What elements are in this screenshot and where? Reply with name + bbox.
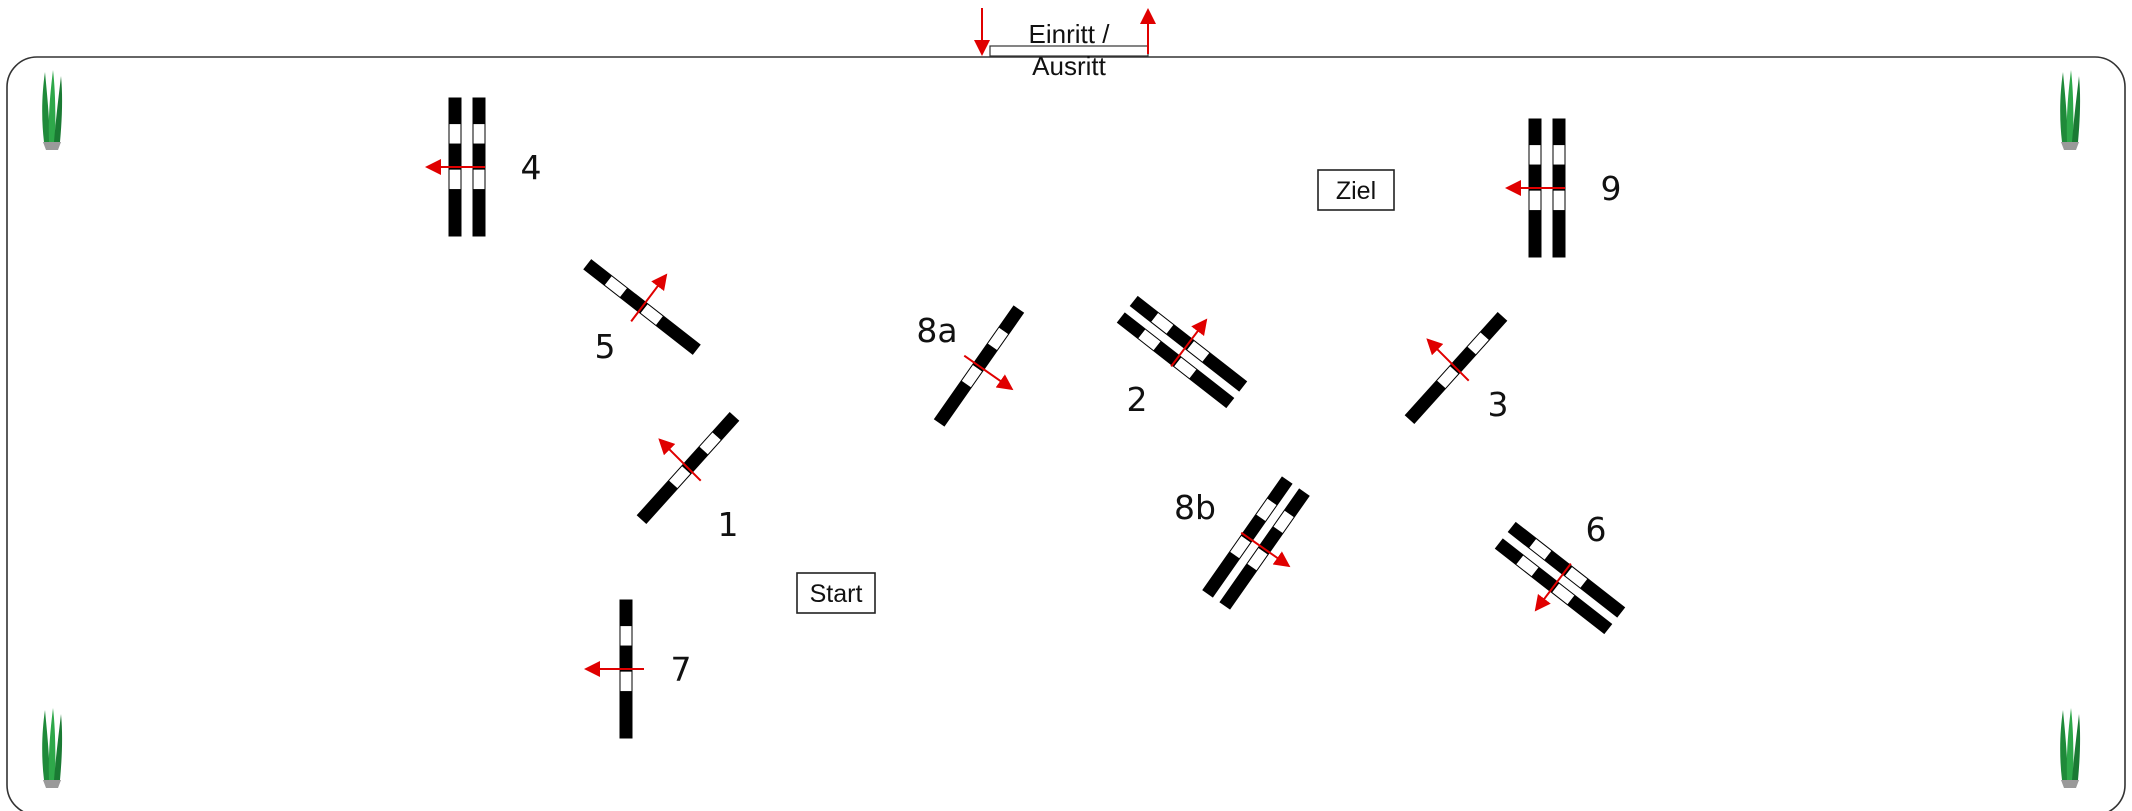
obstacle-number-1: 1 (718, 505, 739, 544)
entrance-gate: Einritt / Ausritt (974, 8, 1156, 81)
entrance-label-line2: Ausritt (1032, 51, 1106, 81)
obstacle-number-6: 6 (1586, 510, 1607, 549)
ground-pole (1507, 521, 1626, 618)
direction-arrow (630, 273, 668, 322)
entrance-label-line1: Einritt / (1029, 19, 1111, 49)
obstacle-number-9: 9 (1601, 169, 1622, 208)
direction-arrow (1426, 338, 1470, 382)
plant-pot-icon (42, 708, 63, 788)
direction-arrow (658, 438, 702, 482)
ground-pole (472, 97, 486, 237)
direction-arrow (1240, 531, 1291, 568)
start-label: Start (810, 580, 863, 608)
plant-pot-icon (2060, 70, 2081, 150)
finish-label: Ziel (1336, 177, 1376, 205)
obstacle-number-5: 5 (595, 327, 616, 366)
obstacle-layer: 1 2 3 4 5 6 7 8a 8b 9 (425, 97, 1626, 739)
obstacle-number-7: 7 (671, 650, 692, 689)
obstacle-number-4: 4 (521, 148, 542, 187)
obstacle-number-8a: 8a (916, 311, 957, 350)
ground-pole (1552, 118, 1566, 258)
start-marker: Start (796, 572, 876, 614)
obstacle-6 (1494, 521, 1626, 635)
obstacle-4 (448, 97, 486, 237)
finish-marker: Ziel (1317, 169, 1395, 211)
obstacle-number-8b: 8b (1174, 488, 1216, 527)
obstacle-7 (619, 599, 633, 739)
ground-pole (1116, 312, 1235, 409)
plant-pot-icon (42, 70, 63, 150)
arena-boundary (6, 56, 2126, 811)
direction-arrow (963, 354, 1014, 391)
plant-pot-icon (2060, 708, 2081, 788)
direction-arrow (1170, 318, 1208, 367)
direction-arrow (1534, 563, 1572, 612)
obstacle-number-3: 3 (1488, 385, 1509, 424)
obstacle-number-2: 2 (1127, 380, 1148, 419)
ground-pole (619, 599, 633, 739)
ground-pole (1494, 538, 1613, 635)
